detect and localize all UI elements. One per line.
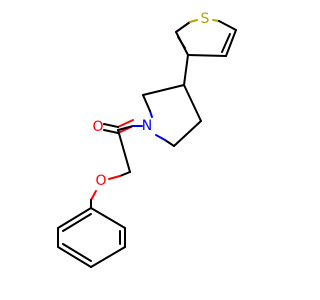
- thiophene-bond-3: [212, 19, 220, 22]
- bond-ch2-o-2: [108, 175, 121, 180]
- bond-pyrrolidine-thiophene: [183, 54, 189, 86]
- atom-oxygen-carbonyl: O: [92, 119, 103, 135]
- thiophene-bond-2: [175, 21, 191, 33]
- pyrrolidine-bond-c2-c3: [142, 84, 185, 96]
- molecule-structure-canvas: O N O S: [57, 11, 237, 268]
- molecule-structure: O N O S: [57, 11, 237, 268]
- pyrrolidine-bond-c5-n-b: [155, 134, 166, 141]
- pyrrolidine-bond-n-c2: [149, 110, 153, 118]
- atom-nitrogen: N: [142, 118, 152, 134]
- phenyl-bond-4: [57, 246, 92, 268]
- thiophene-inner-double-1: [177, 36, 186, 49]
- thiophene-bond-5: [187, 54, 227, 57]
- thiophene-bond-4: [225, 29, 237, 57]
- pyrrolidine-bond-c4-c5: [173, 120, 202, 147]
- bond-ch2-o: [119, 171, 131, 177]
- atom-sulfur: S: [201, 11, 210, 27]
- bond-o-phenyl: [90, 190, 97, 201]
- pyrrolidine-bond-n-c2-b: [142, 94, 151, 112]
- bond-carbonyl-n: [117, 125, 134, 131]
- carbonyl-double-bond-1b: [103, 123, 119, 128]
- phenyl-bond-6: [57, 207, 92, 229]
- bond-carbonyl-ch2: [117, 129, 131, 173]
- phenyl-bond-3: [90, 246, 126, 268]
- phenyl-bond-1: [90, 207, 126, 229]
- carbonyl-double-bond-2b: [103, 129, 119, 134]
- pyrrolidine-bond-c5-n: [164, 139, 175, 147]
- thiophene-bond-2b: [189, 19, 198, 23]
- phenyl-inner-double-3: [62, 213, 92, 232]
- atom-oxygen-ether: O: [95, 173, 106, 189]
- phenyl-inner-double-2: [62, 243, 92, 262]
- pyrrolidine-bond-c3-c4: [183, 84, 202, 122]
- carbonyl-double-bond-1: [117, 119, 134, 128]
- thiophene-bond-3b: [218, 20, 237, 31]
- thiophene-inner-double-2: [221, 33, 231, 53]
